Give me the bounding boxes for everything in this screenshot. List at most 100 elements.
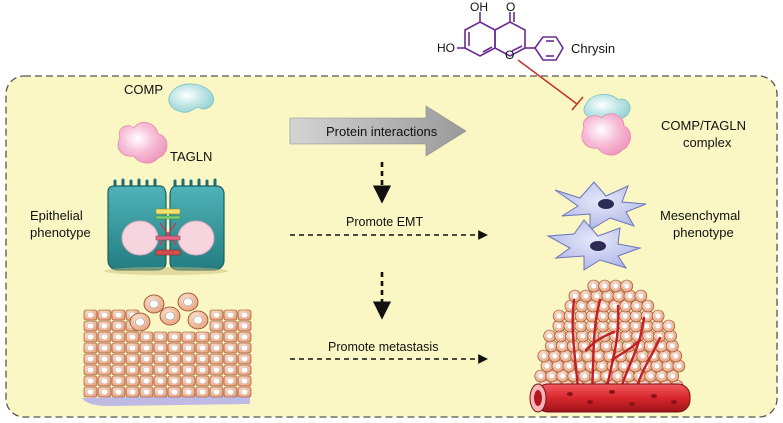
tumor-cell <box>568 289 582 303</box>
tissue-cell <box>181 386 196 398</box>
tumor-cell <box>537 349 551 363</box>
tumor-cell <box>623 289 637 303</box>
tissue-cell <box>83 342 98 354</box>
tumor-cell <box>662 319 676 333</box>
tissue-cell <box>139 331 154 343</box>
tissue-cell <box>237 320 252 332</box>
tumor-cell <box>651 319 665 333</box>
protein-interactions-label: Protein interactions <box>326 124 438 139</box>
tissue-cell <box>181 353 196 365</box>
comp-label: COMP <box>124 82 163 97</box>
tissue-cell <box>111 342 126 354</box>
molecule-o-ring: O <box>505 48 514 62</box>
mesenchymal-label-line2: phenotype <box>673 225 734 240</box>
tumor-cell <box>548 349 562 363</box>
promote-emt-label: Promote EMT <box>346 215 423 229</box>
tissue-cell <box>97 364 112 376</box>
tissue-cell <box>223 309 238 321</box>
tissue-cell <box>237 386 252 398</box>
tissue-cell <box>125 375 140 387</box>
tissue-cell <box>167 386 182 398</box>
tumor-cell <box>658 349 672 363</box>
tumor-cell <box>543 329 556 343</box>
tissue-cell <box>83 364 98 376</box>
tissue-cell <box>237 342 252 354</box>
tissue-cell <box>83 320 98 332</box>
molecule-oh-top: OH <box>470 0 488 14</box>
tissue-cell <box>153 331 168 343</box>
tumor-cell <box>586 299 600 313</box>
tissue-cell <box>181 342 196 354</box>
tissue-cell <box>167 353 182 365</box>
tumor-cell <box>581 349 595 363</box>
tissue-cell <box>167 331 182 343</box>
tissue-cell <box>97 342 112 354</box>
tagln-protein <box>117 121 168 164</box>
tissue-cell <box>111 353 126 365</box>
tissue-cell <box>195 375 210 387</box>
tissue-cell <box>83 309 98 321</box>
tissue-cell <box>125 342 140 354</box>
tumor-cell <box>620 279 634 293</box>
comp-tagln-complex <box>581 94 631 156</box>
tissue-cell <box>209 320 224 332</box>
tumor-cell <box>634 289 648 303</box>
tissue-cell <box>223 375 238 387</box>
tissue-cell <box>111 364 126 376</box>
tumor-cell <box>642 329 655 343</box>
tissue-cell <box>223 353 238 365</box>
tumor-cell <box>600 339 613 353</box>
tissue-cell <box>111 331 126 343</box>
complex-label-line1: COMP/TAGLN <box>661 118 746 133</box>
tissue-cell <box>237 364 252 376</box>
tumor-cell <box>556 339 569 353</box>
tissue-cell <box>111 320 126 332</box>
tissue-cell <box>209 353 224 365</box>
tumor-cell <box>554 329 567 343</box>
tissue-cell <box>83 331 98 343</box>
inhibition-line <box>517 59 584 111</box>
tissue-cell <box>223 320 238 332</box>
tumor-cell <box>534 369 548 383</box>
tissue-cell <box>83 353 98 365</box>
epithelial-label-line2: phenotype <box>30 225 91 240</box>
metastatic-tumor <box>529 279 691 413</box>
epithelial-label-line1: Epithelial <box>30 208 83 223</box>
tissue-cell <box>139 364 154 376</box>
primary-tissue <box>82 292 252 406</box>
tissue-cell <box>139 386 154 398</box>
comp-protein <box>168 83 214 113</box>
tumor-cell <box>587 279 601 293</box>
tissue-cell <box>209 309 224 321</box>
molecule-o-top: O <box>506 0 515 14</box>
tissue-cell <box>209 386 224 398</box>
tissue-cell <box>195 364 210 376</box>
tumor-cell <box>612 289 626 303</box>
tissue-cell <box>125 364 140 376</box>
tissue-cell <box>83 375 98 387</box>
tumor-cell <box>545 369 559 383</box>
tumor-cell <box>651 309 665 323</box>
tagln-label: TAGLN <box>170 149 212 164</box>
tissue-cell <box>83 386 98 398</box>
tumor-cell <box>598 279 612 293</box>
tissue-cell <box>139 342 154 354</box>
epithelial-cells <box>104 178 228 275</box>
tumor-cell <box>552 319 566 333</box>
mesenchymal-cells <box>546 181 647 271</box>
tumor-cell <box>650 359 664 373</box>
tumor-cell <box>669 349 683 363</box>
tissue-cell <box>181 364 196 376</box>
tumor-cell <box>578 369 592 383</box>
tissue-cell <box>237 331 252 343</box>
tumor-cell <box>666 339 679 353</box>
tissue-cell <box>111 375 126 387</box>
tissue-cell <box>153 353 168 365</box>
tumor-cell <box>629 319 643 333</box>
tissue-cell <box>195 342 210 354</box>
tissue-cell <box>223 331 238 343</box>
tumor-cell <box>618 309 632 323</box>
tissue-cell <box>97 375 112 387</box>
tissue-cell <box>125 386 140 398</box>
